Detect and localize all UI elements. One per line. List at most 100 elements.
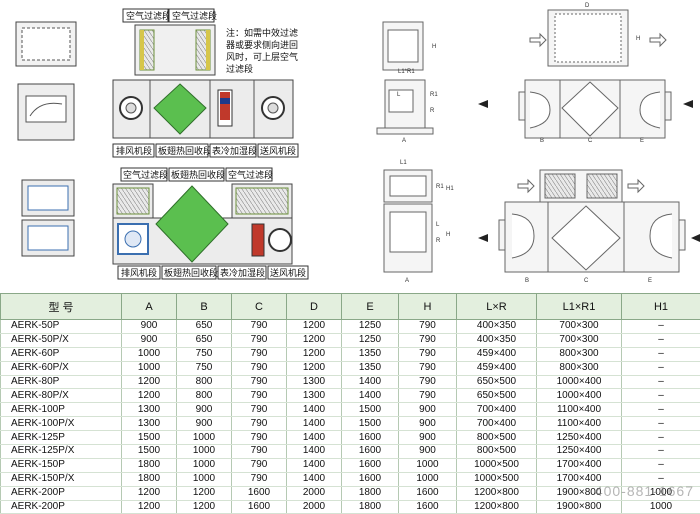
value-cell: 700×400: [457, 417, 537, 431]
value-cell: 1600: [342, 458, 399, 472]
value-cell: 800×300: [537, 347, 622, 361]
svg-text:R1: R1: [430, 92, 438, 98]
value-cell: 900: [399, 403, 457, 417]
value-cell: 790: [232, 431, 287, 445]
value-cell: 750: [177, 361, 232, 375]
svg-text:A: A: [402, 138, 406, 144]
value-cell: 1200×800: [457, 486, 537, 500]
header-c: C: [232, 294, 287, 320]
svg-text:L1*R1: L1*R1: [398, 69, 415, 75]
header-b: B: [177, 294, 232, 320]
upper-filter-labels: 空气过滤段 空气过滤段: [123, 9, 217, 22]
value-cell: 1800: [122, 472, 177, 486]
value-cell: 1600: [399, 500, 457, 514]
value-cell: 1000: [177, 431, 232, 445]
value-cell: 790: [232, 320, 287, 334]
model-cell: AERK-150P: [1, 458, 122, 472]
value-cell: 1200: [122, 389, 177, 403]
svg-text:R1: R1: [436, 184, 444, 190]
value-cell: 1500: [122, 445, 177, 459]
value-cell: 1200: [287, 320, 342, 334]
value-cell: 790: [399, 347, 457, 361]
model-cell: AERK-100P: [1, 403, 122, 417]
value-cell: 1600: [232, 500, 287, 514]
value-cell: 1200: [122, 375, 177, 389]
svg-text:H: H: [432, 44, 436, 50]
model-cell: AERK-125P/X: [1, 445, 122, 459]
equipment-drawings: 空气过滤段 空气过滤段 注：如需中效过滤 器或要求侧向进回 风时，可上层空气 过…: [0, 0, 700, 292]
value-cell: 1350: [342, 347, 399, 361]
svg-text:过滤段: 过滤段: [226, 63, 253, 74]
value-cell: 650: [177, 333, 232, 347]
value-cell: 800: [177, 375, 232, 389]
model-cell: AERK-60P/X: [1, 361, 122, 375]
value-cell: 790: [232, 403, 287, 417]
value-cell: 1300: [122, 403, 177, 417]
upper-left-side-view: [18, 84, 74, 140]
value-cell: 900: [177, 417, 232, 431]
value-cell: 790: [232, 375, 287, 389]
value-cell: 1400: [287, 403, 342, 417]
svg-text:C: C: [584, 278, 589, 284]
model-cell: AERK-200P: [1, 486, 122, 500]
value-cell: 900: [122, 320, 177, 334]
value-cell: 1000×500: [457, 458, 537, 472]
note-text: 注：如需中效过滤 器或要求侧向进回 风时，可上层空气 过滤段: [226, 27, 298, 74]
value-cell: 800: [177, 389, 232, 403]
svg-text:排风机段: 排风机段: [121, 267, 157, 278]
upper-left-top-view: [16, 22, 76, 66]
value-cell: 1800: [122, 458, 177, 472]
value-cell: 1800: [342, 486, 399, 500]
lower-left-views: [22, 180, 74, 256]
value-cell: 790: [232, 445, 287, 459]
value-cell: 1200×800: [457, 500, 537, 514]
svg-text:C: C: [588, 138, 593, 144]
value-cell: 1200: [177, 486, 232, 500]
svg-text:板翅热回收段: 板翅热回收段: [158, 145, 212, 156]
svg-text:E: E: [648, 278, 652, 284]
value-cell: 1300: [122, 417, 177, 431]
value-cell: 790: [399, 320, 457, 334]
value-cell: 1700×400: [537, 458, 622, 472]
value-cell: 400×350: [457, 320, 537, 334]
value-cell: 650: [177, 320, 232, 334]
value-cell: 1400: [287, 458, 342, 472]
header-model: 型 号: [1, 294, 122, 320]
svg-text:E: E: [640, 138, 644, 144]
value-cell: 1000: [177, 472, 232, 486]
model-cell: AERK-60P: [1, 347, 122, 361]
model-cell: AERK-200P: [1, 500, 122, 514]
upper-filter-section: [135, 25, 215, 75]
svg-text:H: H: [446, 232, 450, 238]
value-cell: 1100×400: [537, 403, 622, 417]
value-cell: 700×300: [537, 320, 622, 334]
value-cell: 1000: [122, 347, 177, 361]
svg-text:板翅热回收段: 板翅热回收段: [171, 169, 225, 180]
value-cell: 459×400: [457, 347, 537, 361]
top-filter-label-2: 空气过滤段: [172, 10, 217, 21]
value-cell: 1400: [287, 417, 342, 431]
svg-text:注：如需中效过滤: 注：如需中效过滤: [226, 27, 298, 38]
value-cell: 1600: [342, 472, 399, 486]
lower-top-labels: 空气过滤段 板翅热回收段 空气过滤段: [121, 168, 273, 181]
value-cell: 800×500: [457, 445, 537, 459]
header-e: E: [342, 294, 399, 320]
value-cell: 1250: [342, 333, 399, 347]
value-cell: –: [622, 431, 700, 445]
value-cell: 1000×400: [537, 375, 622, 389]
value-cell: –: [622, 389, 700, 403]
svg-text:表冷加湿段: 表冷加湿段: [220, 267, 265, 278]
value-cell: 2000: [287, 500, 342, 514]
value-cell: 1000: [399, 472, 457, 486]
value-cell: 1200: [287, 361, 342, 375]
value-cell: 1900×800: [537, 500, 622, 514]
value-cell: 1400: [287, 431, 342, 445]
value-cell: 900: [399, 431, 457, 445]
value-cell: 700×400: [457, 403, 537, 417]
